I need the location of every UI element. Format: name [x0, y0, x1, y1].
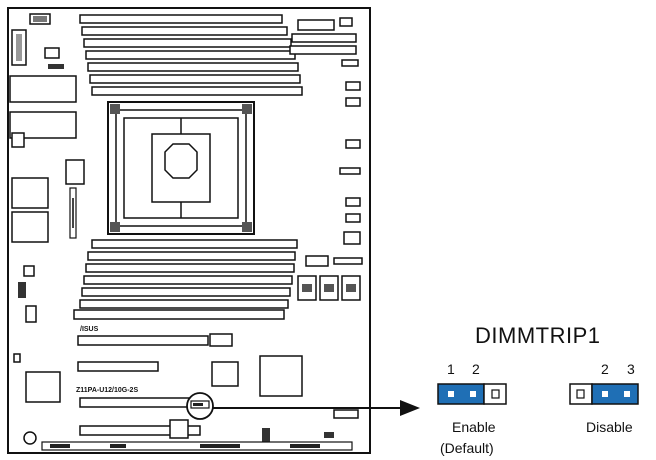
chip	[65, 159, 85, 185]
pin	[576, 389, 585, 399]
chip	[209, 333, 233, 347]
dimm-slots-bottom	[79, 239, 298, 309]
jumper-title: DIMMTRIP1	[475, 323, 601, 348]
right-components	[289, 17, 363, 301]
board-logo: /ISUS	[80, 326, 99, 333]
io-port	[33, 16, 47, 22]
chip	[13, 353, 21, 363]
chip	[23, 265, 35, 277]
disable-label: Disable	[586, 419, 633, 435]
chip	[25, 305, 37, 323]
chip	[259, 355, 303, 397]
lan-port	[9, 75, 77, 103]
header	[262, 428, 270, 442]
battery	[23, 431, 37, 445]
pin-number-label: 2	[601, 361, 609, 377]
cpu-socket	[107, 101, 255, 235]
pin-number-label: 2	[472, 361, 480, 377]
io-port	[16, 34, 22, 61]
default-label: (Default)	[440, 440, 494, 456]
bottom-header-strip	[41, 441, 353, 451]
board-model: Z11PA-U12/10G-2S	[76, 387, 138, 394]
pin	[491, 389, 500, 399]
chip	[169, 419, 189, 439]
pin	[624, 391, 630, 397]
header	[333, 409, 359, 419]
pin-number-label: 3	[627, 361, 635, 377]
usb-port	[11, 132, 25, 148]
chip	[11, 211, 49, 243]
pin	[448, 391, 454, 397]
jumper-enable	[437, 383, 507, 405]
pin	[602, 391, 608, 397]
dimm-slots-top	[79, 14, 303, 96]
chip	[11, 177, 49, 209]
bmc-chip	[25, 371, 61, 403]
jumper-location-marker	[186, 392, 214, 420]
chip	[211, 361, 239, 387]
header	[48, 64, 64, 69]
header	[44, 47, 60, 59]
header	[324, 432, 334, 438]
jumper-disable	[569, 383, 639, 405]
header	[72, 198, 74, 228]
pin	[470, 391, 476, 397]
pointer-arrow	[213, 400, 420, 416]
pin-number-label: 1	[447, 361, 455, 377]
enable-label: Enable	[452, 419, 496, 435]
header	[18, 282, 26, 298]
